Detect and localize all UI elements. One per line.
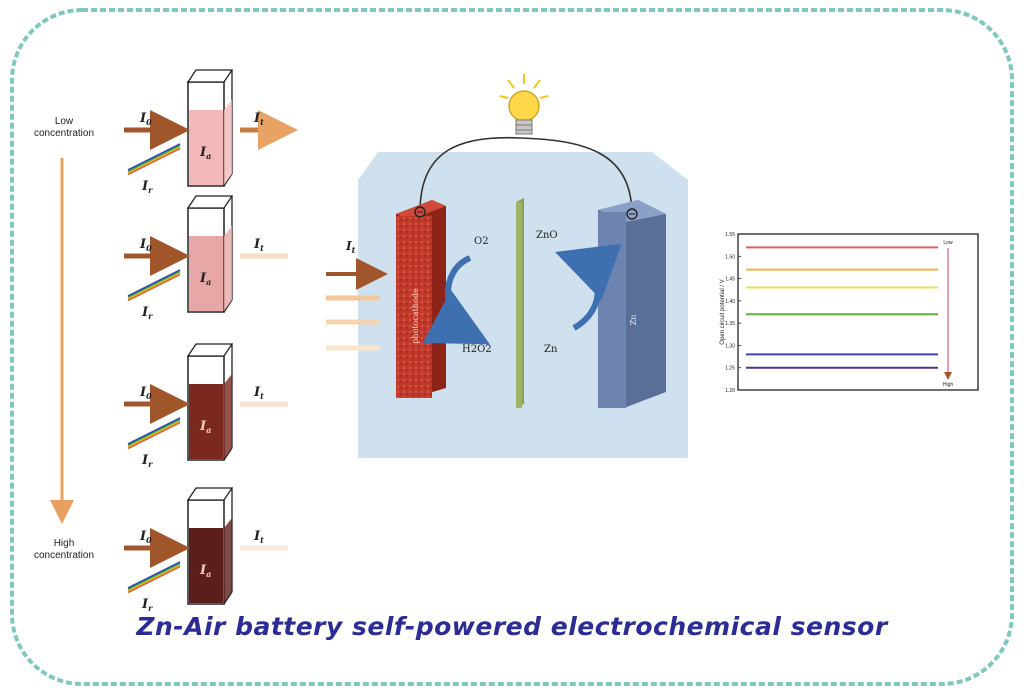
reflected-label: Ir <box>141 179 153 195</box>
cuvette-solution-side <box>224 518 232 603</box>
reflected-beam <box>127 417 181 445</box>
reflected-label: Ir <box>141 597 153 613</box>
cuvette-edge <box>223 299 233 313</box>
cuvette-edge <box>223 591 233 605</box>
cuvette-top <box>186 69 234 83</box>
caption: Zn-Air battery self-powered electrochemi… <box>136 612 888 641</box>
cuvette-top <box>186 343 234 357</box>
reaction-h2o2-label: H2O2 <box>462 344 492 355</box>
cuvette-solution <box>189 528 223 603</box>
chart-ytick-label: 1.35 <box>725 321 735 327</box>
cuvette-top <box>186 487 234 501</box>
incident-label: I0 <box>139 529 152 545</box>
reflected-beam <box>127 421 181 450</box>
reflected-beam <box>127 143 181 171</box>
reaction-o2-label: O2 <box>474 236 489 247</box>
reflected-beam <box>127 270 181 299</box>
reflected-beam <box>127 420 181 448</box>
reflected-beam <box>127 418 181 447</box>
chart-ytick-label: 1.30 <box>725 343 735 349</box>
reflected-beam <box>127 273 181 302</box>
transmitted-label: It <box>253 385 264 401</box>
zinc-oxidation-arrow <box>555 243 622 331</box>
zn-anode: Zn <box>598 200 666 408</box>
reflected-beam <box>127 146 181 174</box>
reflected-beam <box>127 565 181 594</box>
reaction-zn-label: Zn <box>544 344 558 355</box>
transmitted-label: It <box>253 111 264 127</box>
transmitted-label: It <box>253 237 264 253</box>
cuvette-edge <box>223 447 233 461</box>
chart-arrow-bottom-label: High <box>943 382 954 388</box>
reflected-beam <box>127 561 181 589</box>
chart-ytick-label: 1.40 <box>725 299 735 305</box>
cuvette-solution-side <box>224 100 232 185</box>
incident-label: I0 <box>139 237 152 253</box>
cell-light-label: It <box>345 239 356 255</box>
transmitted-label: It <box>253 529 264 545</box>
cuvette-top <box>186 195 234 209</box>
cuvette-solution <box>189 236 223 311</box>
zno-separator: ZnO <box>516 198 558 408</box>
circuit-wire <box>419 136 633 213</box>
chart-arrow-top-label: Low <box>943 240 953 246</box>
chart-ylabel: Open circuit potential / V <box>720 279 726 344</box>
incident-label: I0 <box>139 111 152 127</box>
anode-label: Zn <box>629 315 638 326</box>
cuvette-solution <box>189 384 223 459</box>
reflected-beam <box>127 272 181 300</box>
chart-plot-area <box>737 233 979 391</box>
cuvette-solution-side <box>224 226 232 311</box>
photocathode-label: photocathode <box>411 288 420 344</box>
incident-label: I0 <box>139 385 152 401</box>
reflected-beam <box>127 144 181 173</box>
chart-ytick-label: 1.55 <box>725 232 735 238</box>
chart-ytick-label: 1.45 <box>725 277 735 283</box>
chart-ytick-label: 1.50 <box>725 254 735 260</box>
cuvette-solution <box>189 110 223 185</box>
light-bulb-icon <box>499 74 549 135</box>
reflected-beam <box>127 564 181 592</box>
chart-ytick-label: 1.25 <box>725 366 735 372</box>
reflected-beam <box>127 147 181 176</box>
frame-border <box>10 8 1014 686</box>
cuvette-edge <box>223 173 233 187</box>
reflected-label: Ir <box>141 453 153 469</box>
separator-label: ZnO <box>536 230 558 241</box>
cuvette-solution-side <box>224 374 232 459</box>
reflected-label: Ir <box>141 305 153 321</box>
reflected-beam <box>127 562 181 591</box>
ocp-chart: Open circuit potential / V 1.55 1.50 1.45 1.… <box>720 232 979 394</box>
oxygen-reduction-arrow <box>422 255 490 345</box>
reflected-beam <box>127 269 181 297</box>
chart-ytick-label: 1.20 <box>725 388 735 394</box>
cell-light-beams <box>326 258 388 351</box>
photocathode: photocathode <box>396 200 446 398</box>
